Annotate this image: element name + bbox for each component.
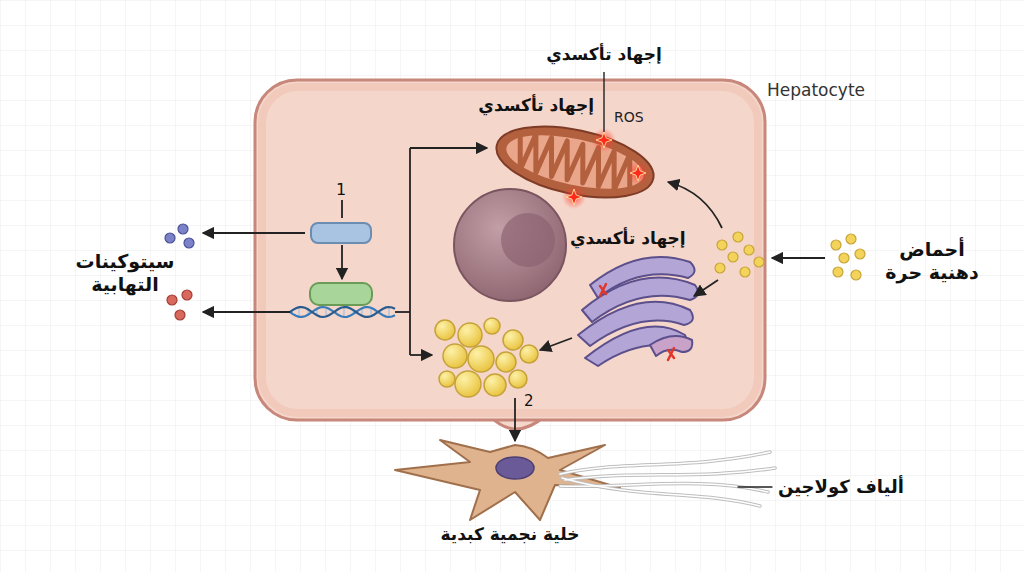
lipid-droplets bbox=[435, 318, 538, 397]
callout-number: 1 bbox=[310, 180, 372, 199]
er-stress-marks bbox=[600, 284, 674, 360]
cell-name: خلية نجمية كبدية bbox=[395, 524, 625, 544]
membrane-shade bbox=[262, 87, 758, 413]
stellate-cell-node: خلية نجمية كبدية bbox=[395, 436, 625, 522]
collagen-fibres bbox=[560, 452, 775, 506]
ros-bursts bbox=[562, 128, 650, 209]
nucleolus bbox=[501, 213, 555, 267]
mitochondrion-node: ROS bbox=[497, 125, 657, 200]
stress-label: إجهاد تأكسدي bbox=[529, 44, 679, 64]
dna-helix bbox=[290, 307, 395, 317]
molecule-dots bbox=[165, 224, 865, 320]
mitochondrion bbox=[490, 114, 660, 210]
endoplasmic-reticulum bbox=[578, 257, 698, 366]
hepatocyte-membrane bbox=[255, 80, 765, 420]
fatty-acid-label: أحماض دهنية حرة bbox=[872, 238, 992, 284]
ros-label: ROS bbox=[614, 109, 658, 126]
cell-name: Hepatocyte bbox=[767, 80, 907, 100]
transcription-factor bbox=[310, 283, 372, 305]
receptor-box: 1 bbox=[310, 222, 372, 244]
arrows bbox=[203, 72, 825, 441]
stress-label: إجهاد تأكسدي bbox=[570, 228, 720, 248]
collagen-label: ألياف كولاجين bbox=[778, 476, 928, 498]
nucleus bbox=[454, 189, 566, 301]
hepatocyte-cell: Hepatocyte1ROS bbox=[255, 80, 765, 420]
stellate-nucleus bbox=[496, 457, 534, 479]
stress-label: إجهاد تأكسدي bbox=[440, 95, 594, 115]
callout-number: 2 bbox=[524, 392, 544, 410]
cytokine-label: سيتوكينات التهابية bbox=[58, 250, 192, 296]
stellate-cell bbox=[395, 440, 620, 520]
